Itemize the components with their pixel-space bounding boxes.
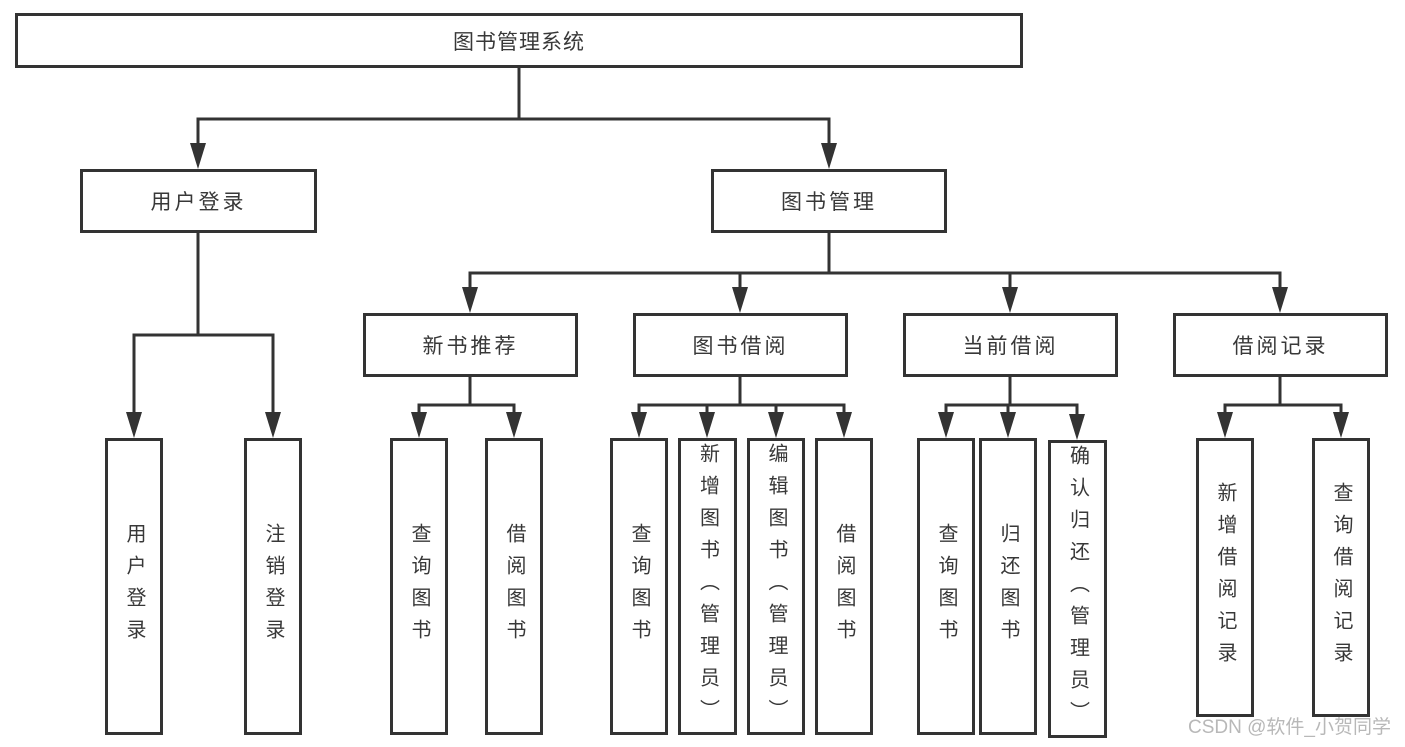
leaf-query-books-borrowing: 查询图书 [610,438,668,735]
node-book-borrowing: 图书借阅 [633,313,848,377]
leaf-borrow-books-recommend: 借阅图书 [485,438,543,735]
leaf-query-books-recommend: 查询图书 [390,438,448,735]
csdn-watermark: CSDN @软件_小贺同学 [1188,717,1391,738]
leaf-label: 新增图书（管理员） [696,442,719,731]
node-label: 图书管理系统 [453,30,585,54]
connector-user-login-children [126,233,281,438]
leaf-label: 查询图书 [408,522,430,651]
connector-new-book-rec-children [411,377,522,438]
node-label: 当前借阅 [962,335,1059,358]
connector-root-to-level2 [190,68,837,169]
leaf-label: 归还图书 [997,522,1019,651]
leaf-label: 确认归还（管理员） [1066,445,1089,733]
leaf-label: 借阅图书 [503,522,525,651]
leaf-add-book-admin: 新增图书（管理员） [678,438,737,735]
leaf-label: 用户登录 [123,522,145,651]
node-current-borrowing: 当前借阅 [903,313,1118,377]
leaf-logout: 注销登录 [244,438,302,735]
leaf-edit-book-admin: 编辑图书（管理员） [747,438,805,735]
node-label: 新书推荐 [422,335,519,358]
node-book-management-module: 图书管理 [711,169,947,233]
leaf-label: 借阅图书 [833,522,855,651]
leaf-label: 查询图书 [628,522,650,651]
leaf-query-borrow-record: 查询借阅记录 [1312,438,1370,717]
connector-book-mgmt-children [462,233,1288,313]
leaf-label: 编辑图书（管理员） [765,442,787,731]
node-label: 借阅记录 [1232,335,1329,358]
leaf-label: 查询借阅记录 [1330,481,1352,674]
node-label: 图书借阅 [692,335,789,358]
node-borrowing-records: 借阅记录 [1173,313,1388,377]
leaf-query-books-current: 查询图书 [917,438,975,735]
node-label: 图书管理 [781,191,877,214]
leaf-return-book: 归还图书 [979,438,1037,735]
connector-book-borrow-children [631,377,852,438]
node-library-system: 图书管理系统 [15,13,1023,68]
node-new-book-recommend: 新书推荐 [363,313,578,377]
node-user-login-module: 用户登录 [80,169,317,233]
connector-borrow-record-children [1217,377,1349,438]
node-label: 用户登录 [150,191,247,214]
leaf-label: 查询图书 [935,522,957,651]
leaf-label: 注销登录 [262,522,284,651]
leaf-label: 新增借阅记录 [1214,481,1236,674]
connector-current-borrow-children [938,377,1085,440]
leaf-confirm-return-admin: 确认归还（管理员） [1048,440,1107,738]
leaf-borrow-books-borrowing: 借阅图书 [815,438,873,735]
leaf-add-borrow-record: 新增借阅记录 [1196,438,1254,717]
leaf-user-login: 用户登录 [105,438,163,735]
